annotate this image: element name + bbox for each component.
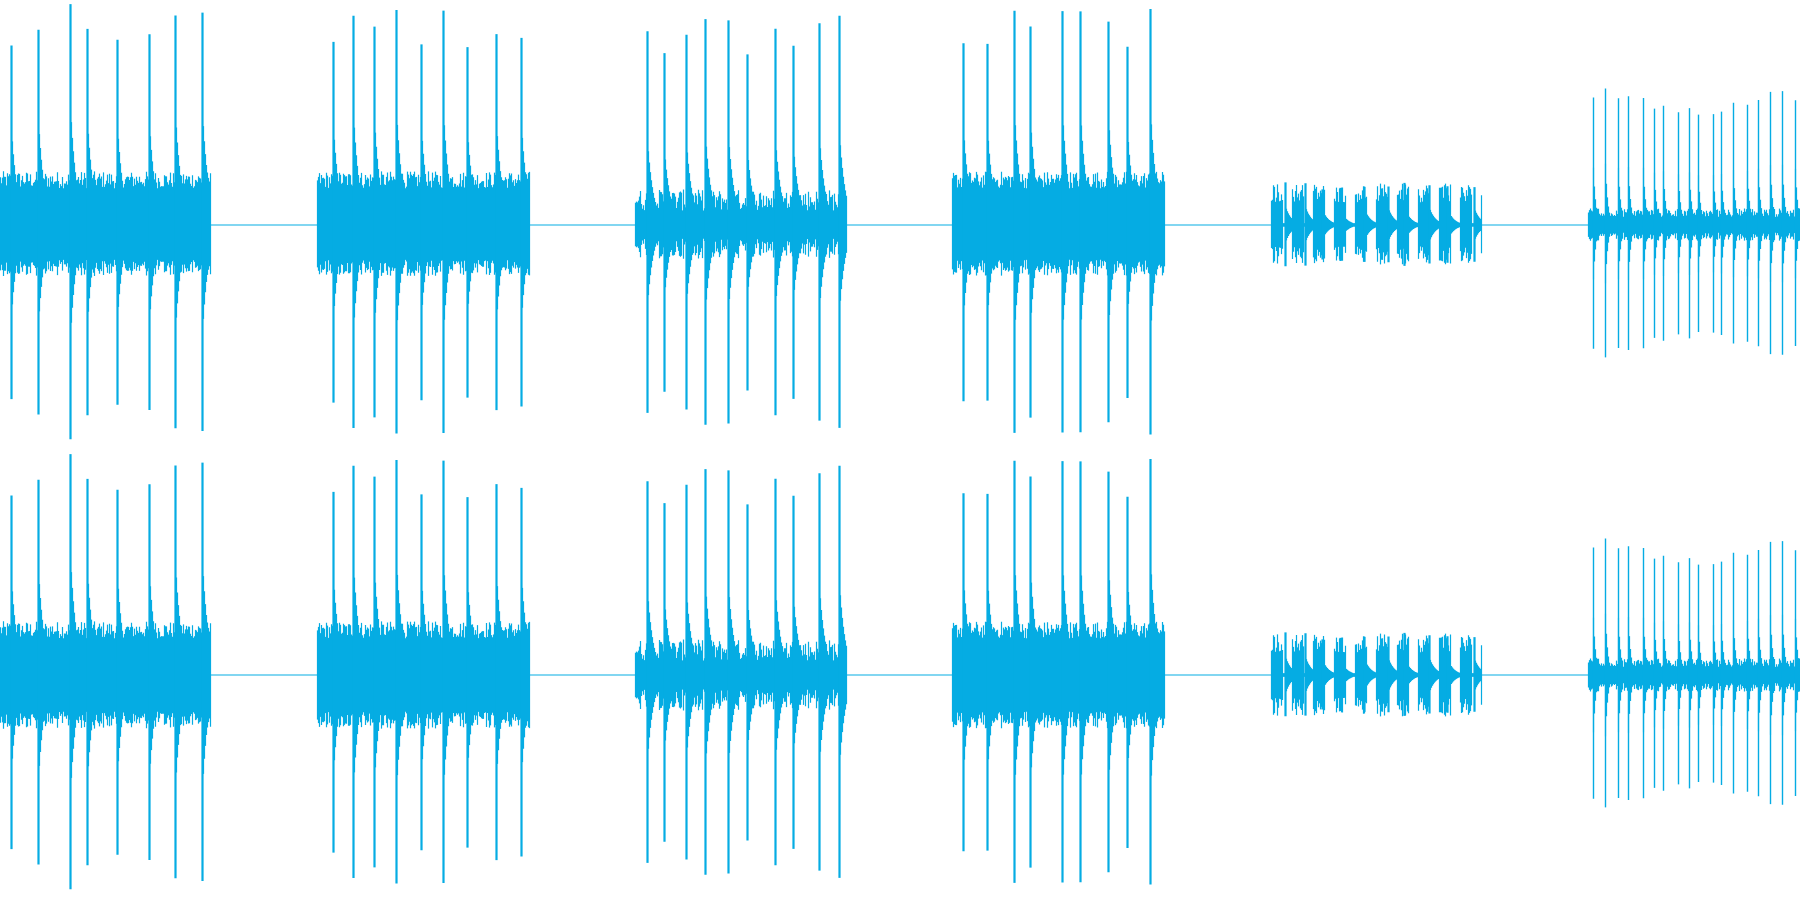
channel-left-waveform [0,4,1800,440]
waveform-body [0,103,1800,341]
channel-right-waveform [0,454,1800,890]
